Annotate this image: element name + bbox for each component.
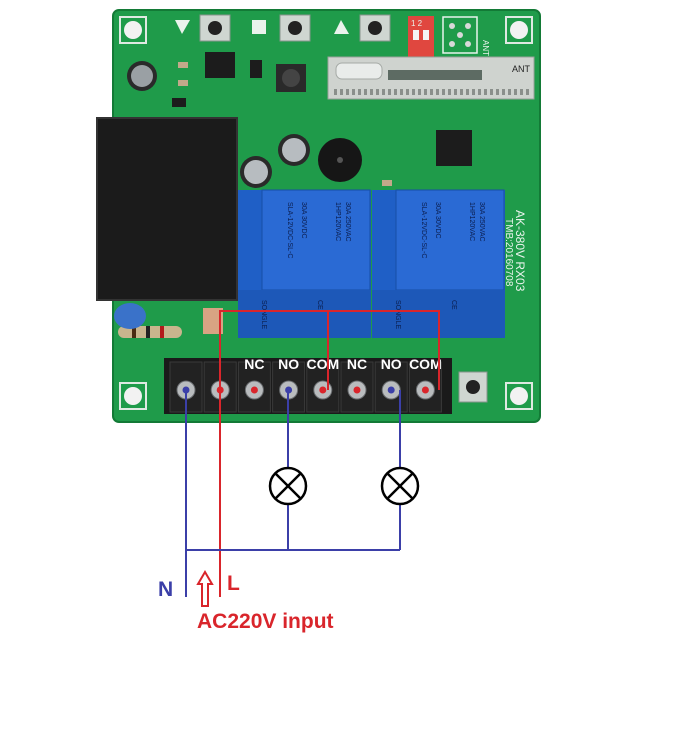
relay-1-hp: 1HP120VAC <box>334 202 341 241</box>
mounting-hole <box>119 16 147 44</box>
buzzer <box>318 138 362 182</box>
terminal-screw <box>408 361 442 413</box>
relay-2: 30A 250VAC 1HP120VAC 30A 30VDC SLA-12VDC… <box>372 189 505 338</box>
antenna-label-top: ANT <box>481 40 490 56</box>
dip-label: 1 2 <box>411 19 423 28</box>
mounting-hole <box>119 382 147 410</box>
lamp-1-icon <box>268 466 308 506</box>
reset-button <box>458 371 488 403</box>
relay-1-rating-ac: 30A 250VAC <box>344 202 351 242</box>
terminal-screw <box>340 361 374 413</box>
terminal-label-no: NO <box>381 356 402 372</box>
relay-2-model: SLA-12VDC-SL-C <box>420 202 427 258</box>
relay-2-rating-ac: 30A 250VAC <box>478 202 485 242</box>
ic-chip <box>205 52 235 78</box>
input-arrow-icon <box>196 570 214 607</box>
terminal-label-nc: NC <box>347 356 367 372</box>
tact-switch <box>175 14 231 42</box>
terminal-label-no: NO <box>278 356 299 372</box>
relay-1-brand: SONGLE <box>260 300 267 330</box>
mounting-hole <box>505 382 533 410</box>
tact-switch <box>252 14 311 42</box>
rf-receiver-module: ANT <box>327 56 535 100</box>
electrolytic-capacitor <box>127 61 157 91</box>
resistor <box>118 326 182 338</box>
inductor <box>276 64 306 92</box>
neutral-label: N <box>158 578 173 601</box>
varistor <box>114 303 146 329</box>
terminal-labels: NC NO COM NC NO COM <box>244 356 441 372</box>
lamp-2-icon <box>380 466 420 506</box>
relay-1-model: SLA-12VDC-SL-C <box>286 202 293 258</box>
wiring <box>185 310 440 597</box>
live-label: L <box>227 572 240 595</box>
terminal-label-com: COM <box>409 356 442 372</box>
tact-switch <box>334 14 391 42</box>
electrolytic-capacitor <box>278 134 310 166</box>
relay-1: 30A 250VAC 1HP120VAC 30A 30VDC SLA-12VDC… <box>238 189 371 338</box>
board-model: AK-380V RX03 <box>513 210 527 292</box>
fuse <box>203 308 223 334</box>
terminal-label-com: COM <box>306 356 339 372</box>
terminal-screw <box>237 361 271 413</box>
board-date: TMB:20160708 <box>503 218 514 287</box>
relay-1-cert: CE <box>316 300 323 310</box>
antenna-label-module: ANT <box>512 64 531 74</box>
terminal-label-nc: NC <box>244 356 264 372</box>
terminal-screw <box>306 361 340 413</box>
input-label: AC220V input <box>197 610 334 633</box>
live-wire <box>219 310 440 597</box>
transformer <box>96 117 238 301</box>
relay-2-hp: 1HP120VAC <box>468 202 475 241</box>
terminal-screw <box>374 361 408 413</box>
relay-1-rating-dc: 30A 30VDC <box>300 202 307 239</box>
relay-2-rating-dc: 30A 30VDC <box>434 202 441 239</box>
mounting-hole <box>505 16 533 44</box>
electrolytic-capacitor <box>240 156 272 188</box>
relay-2-cert: CE <box>450 300 457 310</box>
pin-pads: ANT <box>442 16 490 56</box>
dip-switch: 1 2 <box>408 16 434 60</box>
relay-2-brand: SONGLE <box>394 300 401 330</box>
ic-chip <box>436 130 472 166</box>
